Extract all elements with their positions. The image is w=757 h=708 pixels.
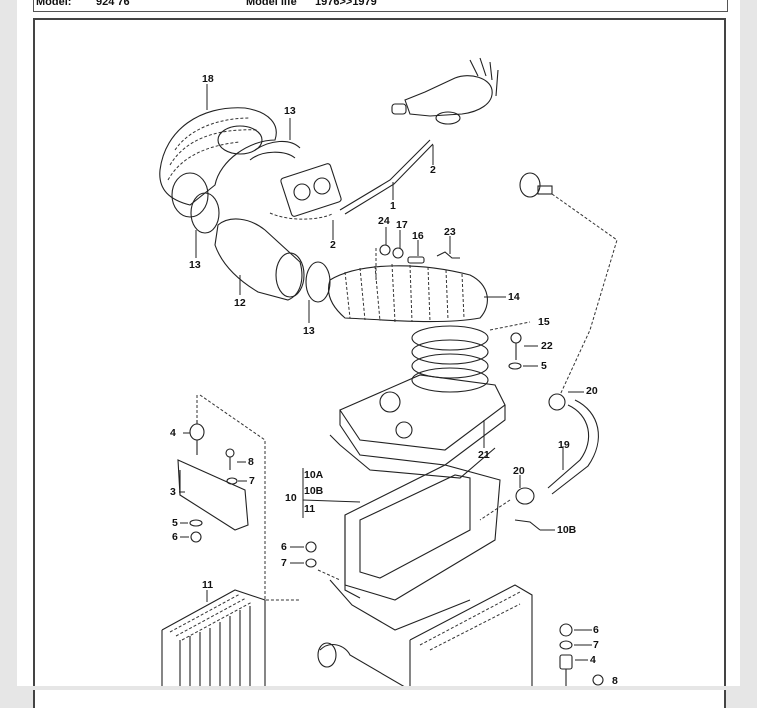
callout-10B: 10B bbox=[304, 485, 324, 497]
callout-24: 24 bbox=[378, 215, 390, 227]
model-header: Model: 924 76 Model life 1976>>1979 bbox=[33, 0, 728, 12]
callout-2: 2 bbox=[330, 239, 336, 251]
callout-23: 23 bbox=[444, 226, 456, 238]
callout-20: 20 bbox=[586, 385, 598, 397]
hose-19 bbox=[479, 391, 599, 531]
filter-element-11 bbox=[161, 589, 266, 690]
ribbed-hose-14 bbox=[327, 263, 506, 323]
callout-19: 19 bbox=[558, 439, 570, 451]
callout-10A: 10A bbox=[304, 469, 324, 481]
callout-18: 18 bbox=[202, 73, 214, 85]
filter-housing-lower bbox=[317, 584, 533, 690]
callout-10B: 10B bbox=[557, 524, 577, 536]
callout-14: 14 bbox=[508, 291, 520, 303]
hose-clamp-13b bbox=[305, 261, 331, 303]
mixture-control-unit bbox=[249, 118, 342, 217]
fasteners-lower-right bbox=[559, 623, 604, 690]
air-cleaner-lower-housing-10 bbox=[302, 464, 501, 631]
air-cleaner-upper-housing-21 bbox=[329, 374, 506, 479]
callout-4: 4 bbox=[590, 654, 596, 666]
small-fasteners bbox=[375, 227, 460, 280]
callout-13: 13 bbox=[189, 259, 201, 271]
callout-13: 13 bbox=[284, 105, 296, 117]
callout-6: 6 bbox=[172, 531, 178, 543]
callout-11: 11 bbox=[304, 503, 316, 515]
callout-6: 6 bbox=[593, 624, 599, 636]
callout-13: 13 bbox=[303, 325, 315, 337]
nut-washer-mid bbox=[290, 541, 341, 581]
callout-20: 20 bbox=[513, 465, 525, 477]
callout-22: 22 bbox=[541, 340, 553, 352]
callout-7: 7 bbox=[281, 557, 287, 569]
intake-bellows-18 bbox=[159, 84, 277, 218]
callout-11: 11 bbox=[202, 579, 214, 591]
callout-5: 5 bbox=[541, 360, 547, 372]
callout-15: 15 bbox=[538, 316, 550, 328]
callout-6: 6 bbox=[281, 541, 287, 553]
callout-7: 7 bbox=[249, 475, 255, 487]
callout-12: 12 bbox=[234, 297, 246, 309]
bottom-edge bbox=[0, 686, 757, 690]
callout-5: 5 bbox=[172, 517, 178, 529]
callout-8: 8 bbox=[612, 675, 618, 687]
callout-1: 1 bbox=[390, 200, 396, 212]
warm-up-regulator bbox=[391, 57, 499, 125]
elbow-duct-12 bbox=[214, 218, 305, 301]
callout-3: 3 bbox=[170, 486, 176, 498]
model-life-value: 1976>>1979 bbox=[315, 0, 377, 8]
diagram-frame bbox=[33, 18, 726, 708]
callout-7: 7 bbox=[593, 639, 599, 651]
check-valve bbox=[519, 172, 618, 396]
callout-21: 21 bbox=[478, 449, 490, 461]
bellows-boot-15 bbox=[411, 321, 531, 393]
callout-17: 17 bbox=[396, 219, 408, 231]
model-value: 924 76 bbox=[96, 0, 130, 8]
callout-16: 16 bbox=[412, 230, 424, 242]
callout-10: 10 bbox=[285, 492, 297, 504]
mounting-bracket-3 bbox=[177, 394, 300, 601]
hose-clamp-13 bbox=[190, 192, 220, 234]
model-life-label: Model life bbox=[246, 0, 297, 8]
exploded-parts-diagram bbox=[159, 57, 618, 690]
callout-4: 4 bbox=[170, 427, 176, 439]
callout-8: 8 bbox=[248, 456, 254, 468]
bolt-22 bbox=[508, 332, 538, 370]
callout-2: 2 bbox=[430, 164, 436, 176]
fuel-line-1 bbox=[269, 139, 434, 240]
model-label: Model: bbox=[36, 0, 72, 8]
